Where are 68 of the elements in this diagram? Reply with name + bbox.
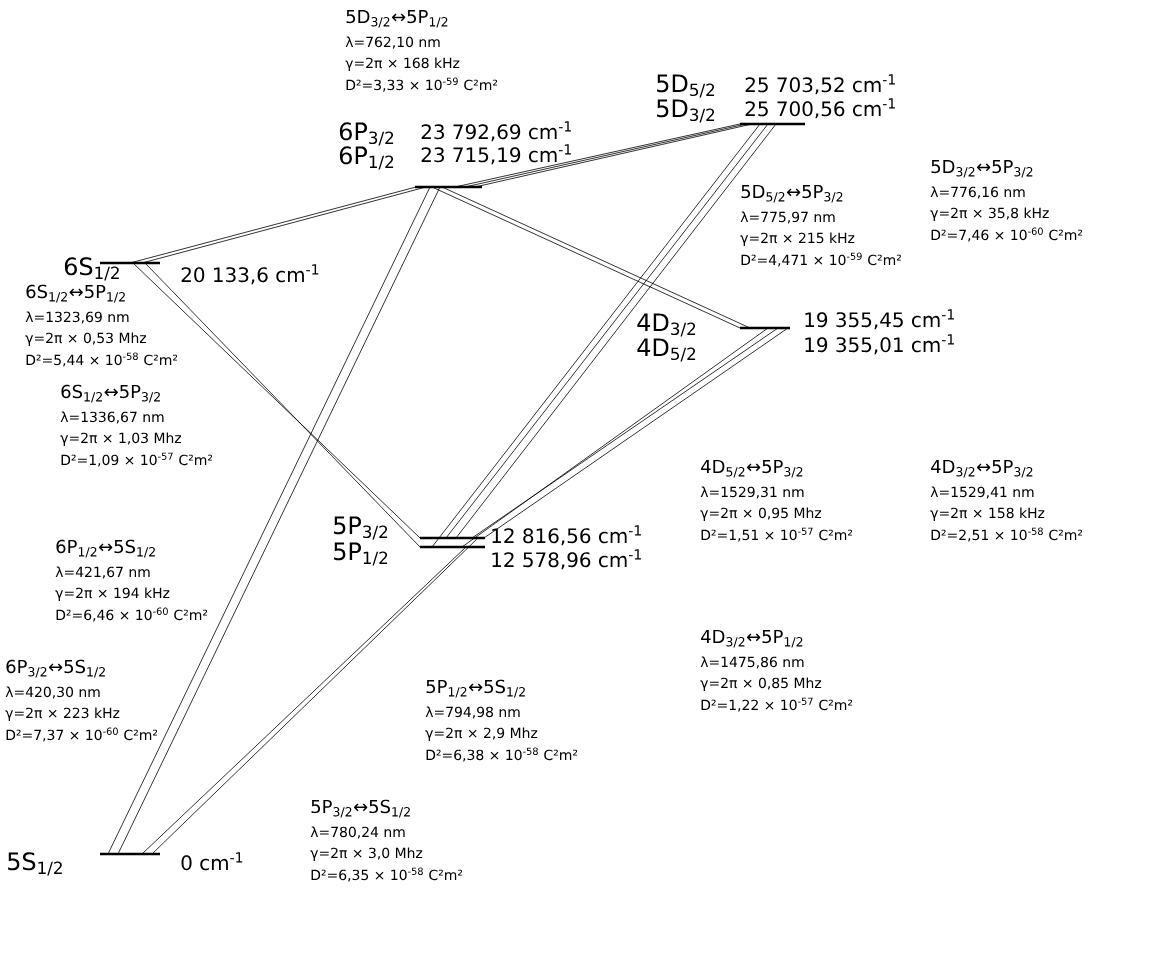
- level-label: 6P$_{3/2}$: [339, 122, 394, 146]
- transition-parameter: γ=2π × 3,0 Mhz: [310, 847, 423, 861]
- transition-label: 5D$_{3/2}$↔5P$_{1/2}$: [346, 9, 448, 28]
- energy-value: 0 cm$^{-1}$: [181, 852, 243, 871]
- transition-parameter: D²=7,46 × 10$^{-60}$ C²m²: [931, 227, 1083, 242]
- level-label: 5D$_{3/2}$: [657, 99, 715, 123]
- transition-parameter: λ=1336,67 nm: [60, 411, 164, 424]
- transition-label: 5D$_{3/2}$↔5P$_{3/2}$: [931, 159, 1033, 178]
- level-label: 5S$_{1/2}$: [8, 852, 62, 876]
- transition-parameter: γ=2π × 168 kHz: [345, 57, 460, 71]
- transition-parameter: D²=7,37 × 10$^{-60}$ C²m²: [6, 727, 158, 742]
- transition-label: 6P$_{3/2}$↔5S$_{1/2}$: [6, 659, 105, 678]
- transition-label: 5D$_{5/2}$↔5P$_{3/2}$: [741, 184, 843, 203]
- energy-value: 23 715,19 cm$^{-1}$: [421, 144, 571, 165]
- transition-parameter: γ=2π × 35,8 kHz: [930, 207, 1049, 221]
- transition-parameter: λ=1529,41 nm: [930, 486, 1034, 499]
- level-label: 6S$_{1/2}$: [64, 257, 119, 281]
- transition-parameter: γ=2π × 223 kHz: [5, 707, 120, 721]
- transition-parameter: D²=4,471 × 10$^{-59}$ C²m²: [741, 252, 901, 267]
- energy-value: 25 703,52 cm$^{-1}$: [745, 74, 895, 95]
- transition-parameter: λ=1323,69 nm: [25, 311, 129, 324]
- transition-parameter: D²=5,44 × 10$^{-58}$ C²m²: [26, 352, 178, 367]
- energy-value: 20 133,6 cm$^{-1}$: [181, 264, 319, 285]
- energy-value: 25 700,56 cm$^{-1}$: [745, 98, 895, 119]
- transition-parameter: λ=780,24 nm: [310, 826, 405, 839]
- energy-value: 12 816,56 cm$^{-1}$: [492, 525, 641, 546]
- transition-label: 6S$_{1/2}$↔5P$_{1/2}$: [26, 284, 125, 303]
- transition-parameter: λ=1475,86 nm: [700, 656, 804, 669]
- transition-parameter: γ=2π × 1,03 Mhz: [60, 432, 182, 446]
- transition-parameter: D²=6,46 × 10$^{-60}$ C²m²: [56, 607, 208, 622]
- transition-parameter: γ=2π × 0,53 Mhz: [25, 332, 147, 346]
- transition-parameter: D²=2,51 × 10$^{-58}$ C²m²: [931, 527, 1083, 542]
- level-label: 4D$_{3/2}$: [637, 313, 696, 337]
- transition-label: 5P$_{3/2}$↔5S$_{1/2}$: [311, 799, 410, 818]
- transition-parameter: γ=2π × 0,85 Mhz: [700, 677, 822, 691]
- transition-label: 5P$_{1/2}$↔5S$_{1/2}$: [426, 679, 525, 698]
- transition-parameter: γ=2π × 2,9 Mhz: [425, 727, 538, 741]
- level-label: 5P$_{1/2}$: [334, 542, 388, 566]
- level-label: 4D$_{5/2}$: [637, 338, 696, 362]
- transition-parameter: λ=776,16 nm: [930, 186, 1025, 199]
- transition-parameter: λ=420,30 nm: [5, 686, 100, 699]
- transition-label: 6S$_{1/2}$↔5P$_{3/2}$: [61, 384, 160, 403]
- transition-parameter: γ=2π × 0,95 Mhz: [700, 507, 822, 521]
- transition-label: 4D$_{5/2}$↔5P$_{3/2}$: [701, 459, 803, 478]
- level-label: 5D$_{5/2}$: [657, 74, 715, 98]
- transition-parameter: γ=2π × 194 kHz: [55, 587, 170, 601]
- level-label: 5P$_{3/2}$: [334, 516, 388, 540]
- transition-parameter: λ=421,67 nm: [55, 566, 150, 579]
- transition-parameter: γ=2π × 215 kHz: [740, 232, 855, 246]
- energy-value: 19 355,01 cm$^{-1}$: [805, 334, 954, 355]
- transition-parameter: γ=2π × 158 kHz: [930, 507, 1045, 521]
- energy-value: 23 792,69 cm$^{-1}$: [421, 121, 571, 142]
- transition-parameter: λ=1529,31 nm: [700, 486, 804, 499]
- transition-parameter: D²=1,51 × 10$^{-57}$ C²m²: [701, 527, 853, 542]
- transition-parameter: λ=762,10 nm: [345, 36, 440, 49]
- transition-parameter: D²=1,09 × 10$^{-57}$ C²m²: [61, 452, 213, 467]
- transition-label: 6P$_{1/2}$↔5S$_{1/2}$: [56, 539, 155, 558]
- level-label: 6P$_{1/2}$: [339, 146, 394, 170]
- transition-parameter: λ=775,97 nm: [740, 211, 835, 224]
- transition-parameter: D²=6,35 × 10$^{-58}$ C²m²: [311, 867, 463, 882]
- transition-parameter: D²=3,33 × 10$^{-59}$ C²m²: [346, 77, 498, 92]
- energy-value: 19 355,45 cm$^{-1}$: [805, 309, 954, 330]
- transition-parameter: λ=794,98 nm: [425, 706, 520, 719]
- transition-label: 4D$_{3/2}$↔5P$_{3/2}$: [931, 459, 1033, 478]
- energy-value: 12 578,96 cm$^{-1}$: [492, 549, 641, 570]
- transition-parameter: D²=1,22 × 10$^{-57}$ C²m²: [701, 697, 853, 712]
- transition-parameter: D²=6,38 × 10$^{-58}$ C²m²: [426, 747, 578, 762]
- transition-label: 4D$_{3/2}$↔5P$_{1/2}$: [701, 629, 803, 648]
